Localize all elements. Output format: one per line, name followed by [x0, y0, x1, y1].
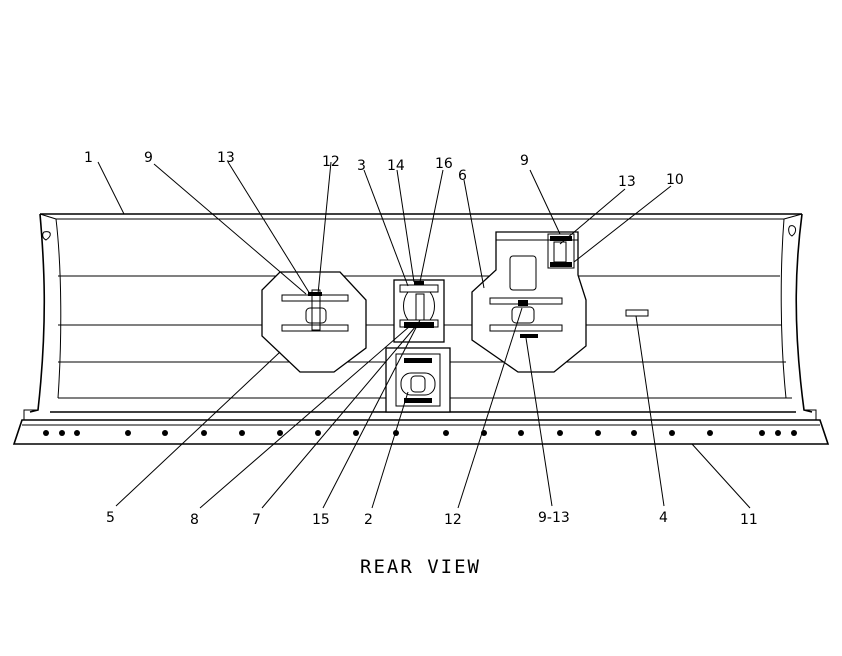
- callout-16: 16: [435, 156, 453, 172]
- callout-12-top: 12: [322, 154, 340, 170]
- callout-1: 1: [84, 150, 93, 166]
- callout-3: 3: [357, 158, 366, 174]
- leader-lines: [97, 161, 751, 509]
- callout-15: 15: [312, 512, 330, 528]
- cutting-edge-bolts: [43, 430, 797, 436]
- left-mounting-plate: [261, 271, 367, 373]
- right-mounting-plate: [471, 231, 587, 373]
- center-upper-bracket: [393, 279, 445, 343]
- callout-11: 11: [740, 512, 758, 528]
- small-plate: [625, 309, 649, 317]
- callout-13-left: 13: [217, 150, 235, 166]
- callout-2: 2: [364, 512, 373, 528]
- view-title: REAR VIEW: [360, 556, 481, 578]
- callout-8: 8: [190, 512, 199, 528]
- callout-9-left: 9: [144, 150, 153, 166]
- callout-10: 10: [666, 172, 684, 188]
- callout-labels: 1 9 13 12 3 14 16 6 9 13 10 5 8 7 15 2 1…: [84, 150, 758, 528]
- center-lower-bracket: [385, 347, 451, 413]
- callout-6: 6: [458, 168, 467, 184]
- callout-4: 4: [659, 510, 668, 526]
- callout-7: 7: [252, 512, 261, 528]
- callout-13-right: 13: [618, 174, 636, 190]
- callout-12-bottom: 12: [444, 512, 462, 528]
- callout-14: 14: [387, 158, 405, 174]
- callout-5: 5: [106, 510, 115, 526]
- callout-9-13: 9-13: [538, 510, 570, 526]
- callout-9-right: 9: [520, 153, 529, 169]
